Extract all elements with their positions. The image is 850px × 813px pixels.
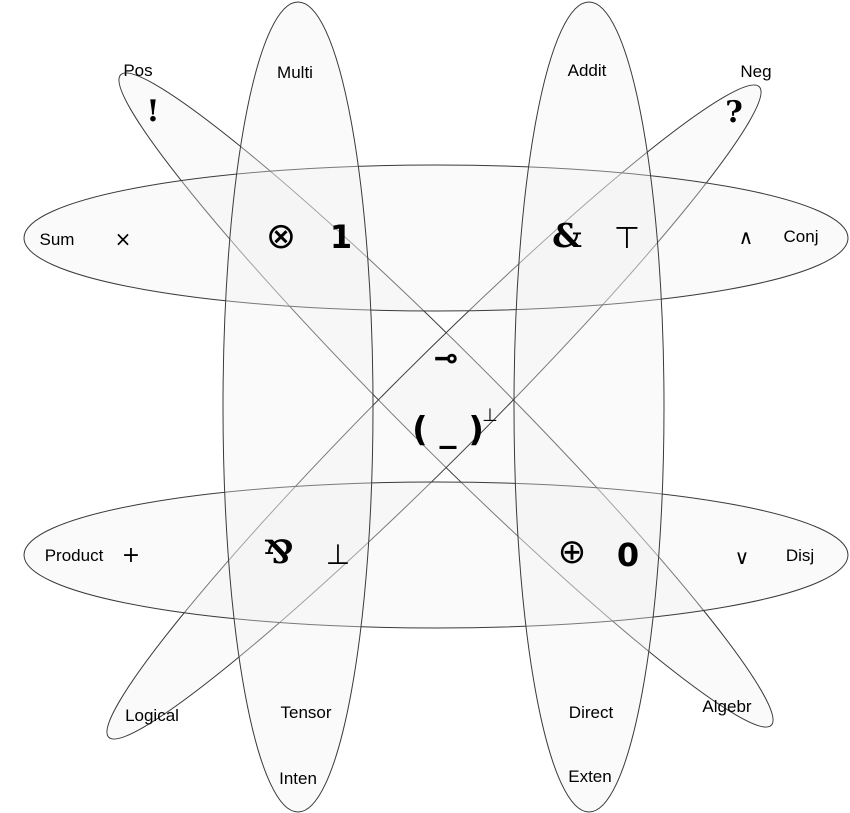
- label-direct: Direct: [569, 703, 614, 722]
- bot-symbol: ⊥: [326, 538, 350, 571]
- wedge-symbol: ∧: [739, 225, 754, 249]
- ellipse-diagonal-pos-algebr: [118, 72, 774, 728]
- label-conj: Conj: [784, 227, 819, 246]
- top-symbol: ⊤: [614, 221, 640, 256]
- label-addit: Addit: [568, 61, 607, 80]
- with-symbol: &: [552, 216, 582, 255]
- labels: Pos Multi Addit Neg Sum Conj Product Dis…: [40, 61, 819, 788]
- symbols: ! ? × ⊗ 1 & ⊤ ∧ ⊸ ( _ ) ⊥ + ⅋ ⊥ ⊕ 0 ∨: [115, 94, 754, 574]
- label-neg: Neg: [740, 62, 771, 81]
- bang-symbol: !: [146, 94, 159, 129]
- otimes-symbol: ⊗: [266, 216, 296, 257]
- ellipse-horizontal-bottom: [23, 481, 849, 629]
- label-logical: Logical: [125, 706, 179, 725]
- label-exten: Exten: [568, 767, 611, 786]
- ellipse-vertical-right: [513, 1, 665, 813]
- label-disj: Disj: [786, 546, 814, 565]
- label-multi: Multi: [277, 63, 313, 82]
- label-sum: Sum: [40, 230, 75, 249]
- label-pos: Pos: [123, 61, 152, 80]
- oplus-symbol: ⊕: [558, 532, 587, 572]
- one-symbol: 1: [330, 218, 352, 256]
- vee-symbol: ∨: [735, 545, 750, 569]
- question-symbol: ?: [725, 95, 743, 130]
- ellipse-diagonal-neg-logical: [106, 84, 762, 740]
- ellipse-horizontal-top: [23, 164, 849, 312]
- label-product: Product: [45, 546, 104, 565]
- par-symbol: ⅋: [265, 533, 294, 571]
- label-inten: Inten: [279, 769, 317, 788]
- label-tensor: Tensor: [280, 703, 331, 722]
- ellipses: [23, 1, 849, 813]
- ellipse-vertical-left: [222, 1, 374, 813]
- zero-symbol: 0: [617, 536, 639, 574]
- dual-superscript-bot: ⊥: [482, 405, 498, 426]
- label-algebr: Algebr: [702, 697, 751, 716]
- plus-symbol: +: [122, 543, 140, 568]
- dual-symbol: ( _ ): [412, 410, 484, 450]
- times-symbol: ×: [115, 227, 132, 251]
- lollipop-symbol: ⊸: [433, 341, 458, 376]
